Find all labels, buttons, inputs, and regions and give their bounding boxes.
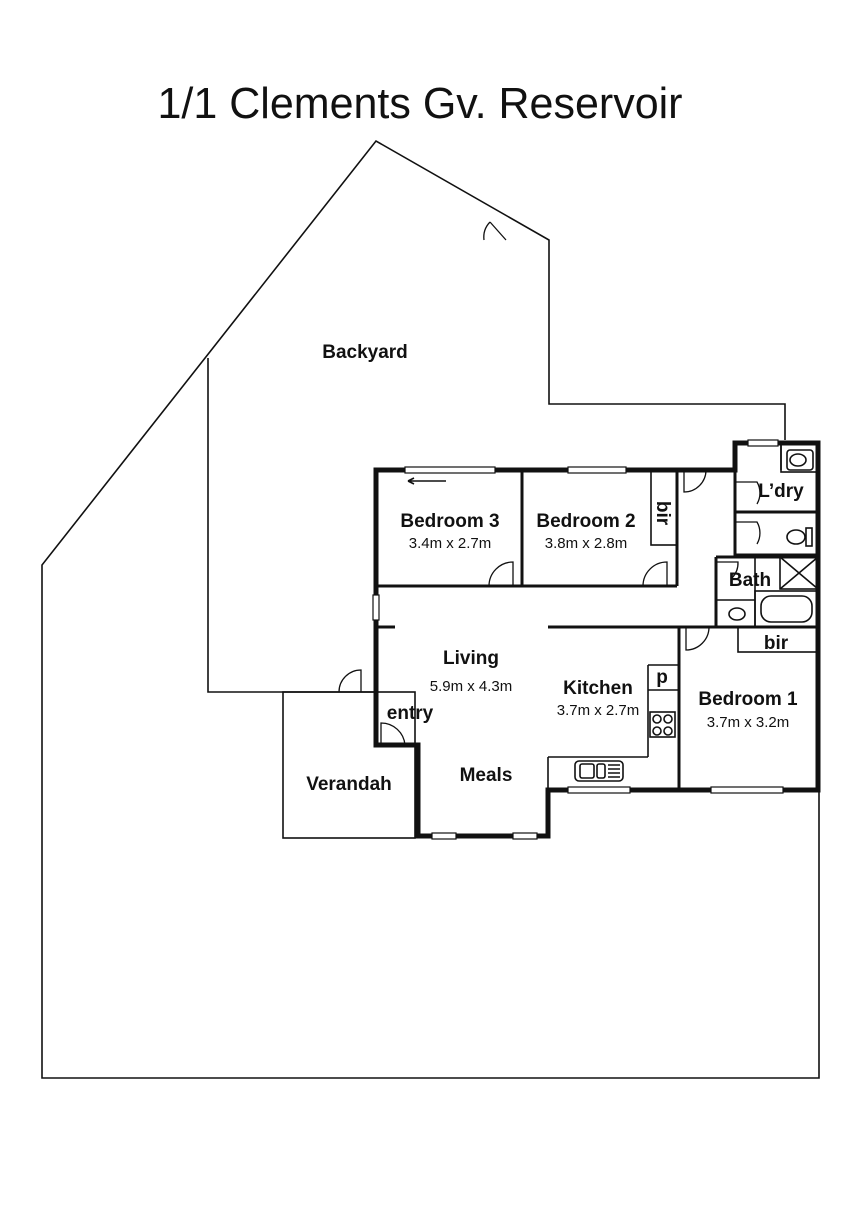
- laundry-label: L’dry: [758, 481, 804, 502]
- bath-label: Bath: [729, 570, 771, 591]
- laundry-door-icon: [735, 481, 761, 505]
- kitchen-label: Kitchen: [563, 678, 633, 699]
- land-boundary: [41, 139, 820, 1079]
- entry-label: entry: [387, 703, 434, 724]
- shower-icon: [779, 556, 819, 590]
- verandah-outline: [282, 691, 416, 839]
- entry-door-icon: [380, 722, 406, 746]
- bedroom3-size: 3.4m x 2.7m: [409, 535, 492, 552]
- toilet-door-icon: [735, 521, 761, 545]
- doors: [380, 469, 761, 746]
- verandah-label: Verandah: [306, 774, 392, 795]
- bedroom3-label: Bedroom 3: [400, 511, 499, 532]
- hall-door-icon: [683, 469, 707, 493]
- backyard-fence: [207, 358, 376, 693]
- bedroom3-door-icon: [488, 561, 514, 587]
- bedroom1-label: Bedroom 1: [698, 689, 798, 710]
- bedroom2-door-icon: [642, 561, 668, 587]
- living-label: Living: [443, 648, 499, 669]
- plan-title: 1/1 Clements Gv. Reservoir: [158, 79, 683, 128]
- kitchen-size: 3.7m x 2.7m: [557, 702, 640, 719]
- fixtures: [574, 449, 819, 782]
- washer-icon: [786, 449, 814, 471]
- bedroom2-label: Bedroom 2: [536, 511, 635, 532]
- toilet-icon: [786, 529, 806, 545]
- windows: [372, 439, 784, 840]
- bedroom1-door-icon: [685, 626, 710, 651]
- bath-door-icon: [716, 561, 739, 579]
- bedroom1-size: 3.7m x 3.2m: [707, 714, 790, 731]
- living-size: 5.9m x 4.3m: [430, 678, 513, 695]
- side-gate-door-icon: [338, 669, 362, 693]
- bir2-label: bir: [652, 501, 673, 526]
- cooktop-icon: [649, 711, 676, 738]
- bir1-label: bir: [764, 633, 789, 654]
- sink-icon: [574, 760, 624, 782]
- basin-icon: [728, 607, 746, 621]
- backyard-label: Backyard: [322, 342, 408, 363]
- pantry-label: p: [656, 667, 668, 688]
- gate-door-icon: [483, 221, 507, 241]
- bathtub-icon: [754, 590, 819, 628]
- meals-label: Meals: [460, 765, 513, 786]
- bedroom2-size: 3.8m x 2.8m: [545, 535, 628, 552]
- sliding-arrow-icon: [407, 477, 446, 485]
